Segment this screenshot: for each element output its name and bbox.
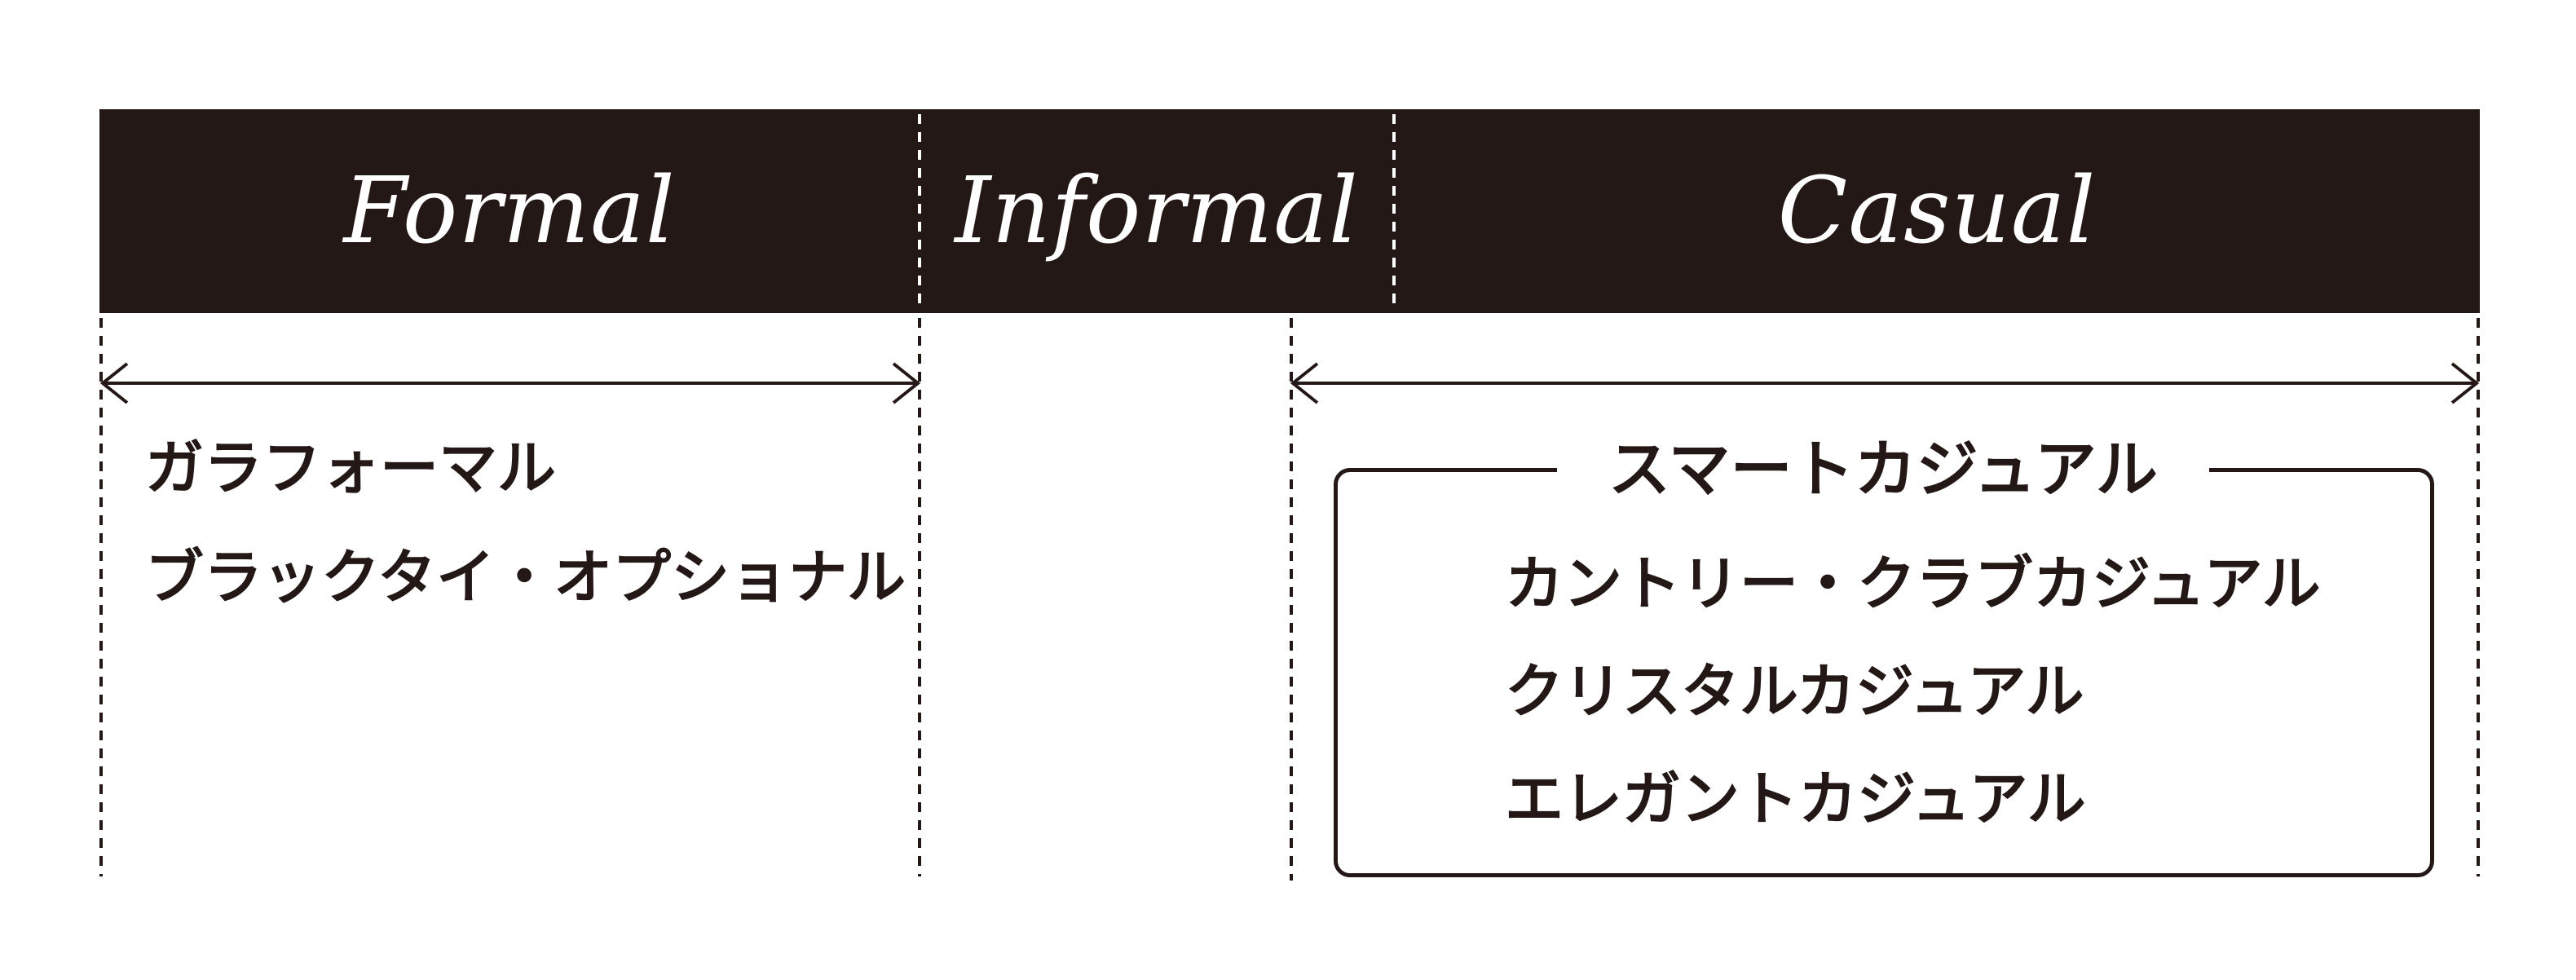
- header-bar: [99, 109, 2480, 313]
- casual-item: エレガントカジュアル: [1505, 765, 2086, 833]
- header-informal: Informal: [955, 158, 1359, 264]
- casual-range-arrow: [1290, 362, 2480, 404]
- formal-range-arrow: [99, 362, 921, 404]
- header-formal: Formal: [343, 158, 676, 264]
- header-casual: Casual: [1777, 158, 2097, 264]
- formal-item: ブラックタイ・オプショナル: [145, 543, 906, 611]
- casual-item: カントリー・クラブカジュアル: [1505, 550, 2321, 618]
- smart-casual-title: スマートカジュアル: [1557, 439, 2209, 501]
- casual-item: クリスタルカジュアル: [1505, 657, 2084, 726]
- formal-item: ガラフォーマル: [145, 434, 557, 502]
